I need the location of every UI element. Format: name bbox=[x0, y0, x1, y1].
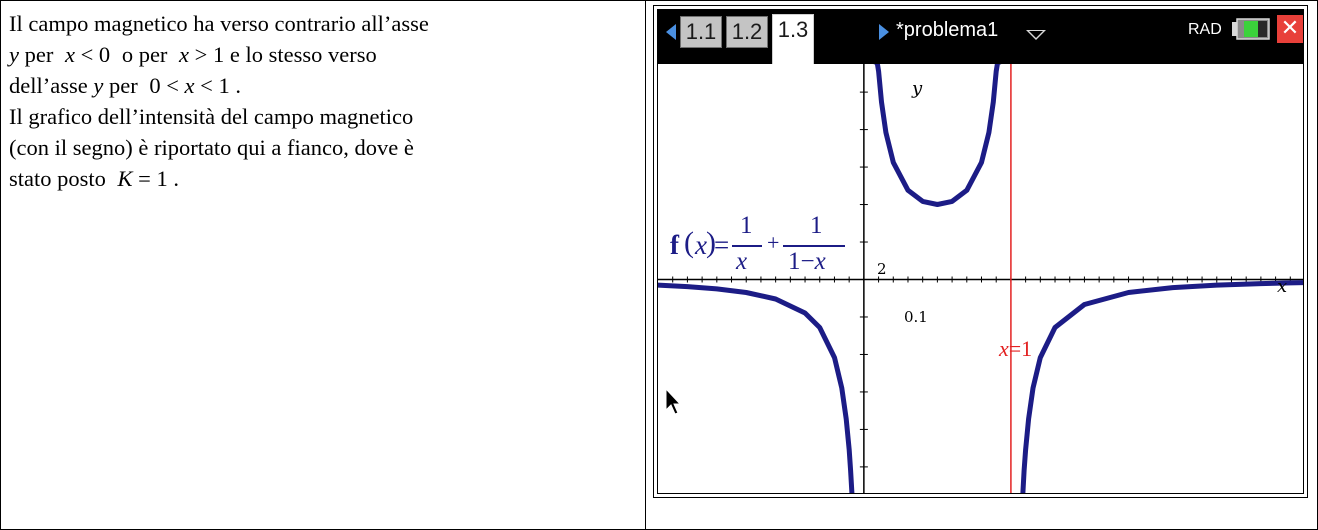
frac2-bar bbox=[783, 245, 845, 247]
frac1-numerator: 1 bbox=[740, 212, 753, 239]
text-dellasse: dell’asse bbox=[9, 73, 88, 98]
y-scale-label: 2 bbox=[877, 260, 887, 278]
text-line-1: Il campo magnetico ha verso contrario al… bbox=[9, 11, 429, 36]
document-menu-caret-inner bbox=[1029, 31, 1043, 38]
text-line-5: (con il segno) è riportato qui a fianco,… bbox=[9, 135, 414, 160]
explanation-text: Il campo magnetico ha verso contrario al… bbox=[9, 8, 639, 194]
tab-1-2[interactable]: 1.2 bbox=[726, 16, 768, 48]
screenshot-outer-frame bbox=[653, 5, 1308, 498]
frac1-bar bbox=[732, 245, 762, 247]
function-plot bbox=[658, 59, 1303, 493]
var-y: y bbox=[93, 73, 104, 98]
text-line-3: dell’asse y per 0 < x < 1 . bbox=[9, 70, 639, 101]
curve-branch-3 bbox=[1020, 280, 1303, 493]
curve-branch-2 bbox=[872, 59, 1003, 207]
text-per: per bbox=[24, 42, 54, 67]
calculator-toolbar: 1.1 1.2 1.3 *problema1 RAD ✕ bbox=[658, 10, 1303, 64]
tab-1-3[interactable]: 1.3 bbox=[772, 14, 814, 64]
text-stato-posto: stato posto bbox=[9, 166, 106, 191]
mouse-pointer-icon bbox=[665, 387, 682, 415]
x-axis-ticks bbox=[672, 276, 1291, 283]
text-equals-one: = 1 . bbox=[138, 166, 179, 191]
plus-sign: + bbox=[767, 230, 780, 255]
ineq-x: x bbox=[179, 42, 190, 67]
ineq-x: x bbox=[64, 42, 75, 67]
function-arg: x bbox=[695, 230, 707, 260]
angle-mode-indicator: RAD bbox=[1188, 21, 1222, 38]
var-y: y bbox=[9, 42, 19, 67]
document-name[interactable]: *problema1 bbox=[896, 19, 999, 41]
frac2-denominator: 1−x bbox=[788, 248, 826, 275]
text-per: per bbox=[108, 73, 138, 98]
battery-icon bbox=[1232, 18, 1270, 40]
ineq-right: < 1 . bbox=[200, 73, 241, 98]
ineq-x: x bbox=[184, 73, 195, 98]
table-column-divider bbox=[645, 0, 646, 530]
text-o-per: o per bbox=[121, 42, 168, 67]
y-axis-ticks bbox=[859, 91, 868, 468]
asymptote-label: x=1 bbox=[999, 336, 1033, 361]
ineq-rest: < 0 bbox=[80, 42, 111, 67]
x-axis-name: x bbox=[1277, 276, 1288, 297]
nav-left-arrow-icon[interactable] bbox=[666, 24, 676, 40]
text-line-6: stato posto K = 1 . bbox=[9, 163, 639, 194]
close-icon[interactable]: ✕ bbox=[1277, 15, 1303, 43]
y-axis-name: y bbox=[912, 78, 923, 99]
function-name: f bbox=[670, 230, 679, 260]
calculator-screenshot: 1.1 1.2 1.3 *problema1 RAD ✕ f ( x bbox=[657, 9, 1304, 494]
text-line-2: y per x < 0 o per x > 1 e lo stesso vers… bbox=[9, 39, 639, 70]
x-scale-label: 0.1 bbox=[904, 308, 928, 326]
function-curve bbox=[658, 59, 1303, 493]
text-line-4: Il grafico dell’intensità del campo magn… bbox=[9, 104, 414, 129]
ineq-rest: > 1 bbox=[194, 42, 225, 67]
ineq-left: 0 < bbox=[149, 73, 179, 98]
curve-branch-1 bbox=[658, 282, 855, 493]
tab-1-1[interactable]: 1.1 bbox=[680, 16, 722, 48]
var-K: K bbox=[117, 166, 133, 191]
graph-area: f ( x ) = 1 x + 1 1−x 2 0.1 x y x=1 bbox=[658, 59, 1303, 493]
text-line-2-end: e lo stesso verso bbox=[229, 42, 377, 67]
frac2-numerator: 1 bbox=[810, 212, 823, 239]
frac1-denominator: x bbox=[736, 248, 748, 275]
function-eq: = bbox=[714, 230, 730, 260]
nav-right-arrow-icon[interactable] bbox=[879, 24, 889, 40]
